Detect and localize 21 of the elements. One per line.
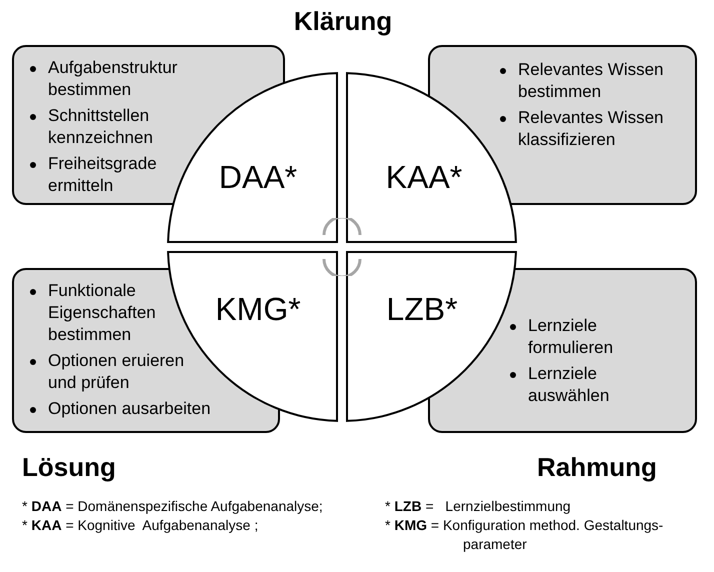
- quadrant-label: KAA*: [386, 159, 462, 196]
- quadrant-label: LZB*: [386, 291, 458, 328]
- heading: Lösung: [22, 452, 116, 483]
- footnote: *DAA = Domänenspezifische Aufgabenanalyse;: [22, 497, 323, 516]
- bullet-text: Relevantes Wissen bestimmen: [518, 60, 664, 101]
- bullet-text: Optionen ausarbeiten: [48, 399, 211, 418]
- footnote: *KMG = Konfiguration method. Gestaltungs- parameter: [385, 516, 664, 554]
- bullet-text: Aufgabenstruktur bestimmen: [48, 58, 178, 99]
- bullet-text: Freiheitsgrade ermitteln: [48, 154, 157, 195]
- heading: Klärung: [294, 6, 392, 37]
- quadrant-label: DAA*: [218, 159, 298, 196]
- footnote: *KAA = Kognitive Aufgabenanalyse ;: [22, 516, 258, 535]
- footnote: *LZB = Lernzielbestimmung: [385, 497, 571, 516]
- bullet-text: Lernziele formulieren: [528, 316, 614, 357]
- bullet-text: Funktionale Eigenschaften bestimmen: [48, 281, 156, 344]
- heading: Rahmung: [537, 452, 657, 483]
- bullet-text: Optionen eruieren und prüfen: [48, 351, 184, 392]
- bullet-text: Lernziele auswählen: [528, 364, 610, 405]
- quadrant-label: KMG*: [215, 291, 301, 328]
- bullet-text: Schnittstellen kennzeichnen: [48, 106, 153, 147]
- bullet-text: Relevantes Wissen klassifizieren: [518, 108, 664, 149]
